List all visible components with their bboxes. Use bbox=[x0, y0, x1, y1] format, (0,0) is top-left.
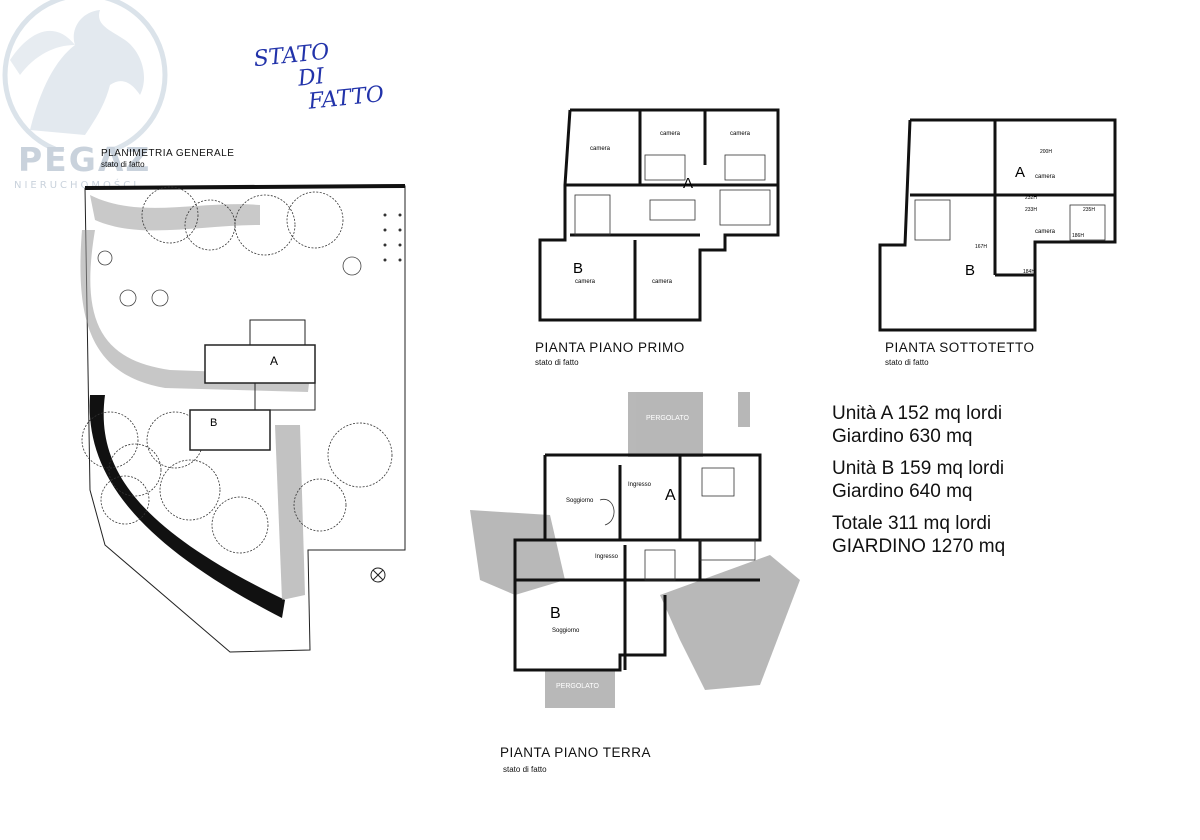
attic-camera-1: camera bbox=[1035, 174, 1056, 180]
unit-b-garden: Giardino 640 mq bbox=[832, 481, 973, 502]
ff-camera-4: camera bbox=[575, 279, 596, 285]
area-summary: Unità A 152 mq lordi Giardino 630 mq Uni… bbox=[832, 402, 1005, 567]
attic-h235: 235H bbox=[1083, 207, 1095, 213]
pegasus-icon bbox=[2, 0, 168, 158]
general-site-plan: A B bbox=[80, 184, 406, 653]
unit-a-garden: Giardino 630 mq bbox=[832, 426, 973, 447]
unit-a-summary: Unità A 152 mq lordi Giardino 630 mq bbox=[832, 402, 1005, 448]
building-b-footprint bbox=[189, 409, 271, 451]
stone-paving bbox=[470, 392, 800, 708]
building-a-footprint bbox=[204, 344, 316, 384]
attic-unit-b-label: B bbox=[965, 262, 975, 279]
unit-b-summary: Unità B 159 mq lordi Giardino 640 mq bbox=[832, 457, 1005, 503]
handwritten-line-3: FATTO bbox=[307, 81, 386, 115]
unit-b-area: Unità B 159 mq lordi bbox=[832, 458, 1005, 479]
attic-h232: 232H bbox=[1025, 195, 1037, 201]
ff-camera-3: camera bbox=[730, 131, 751, 137]
first-floor-plan: camera camera camera camera camera A B bbox=[538, 108, 780, 322]
ff-unit-a-label: A bbox=[683, 175, 693, 192]
stone-path bbox=[275, 425, 305, 600]
total-garden: GIARDINO 1270 mq bbox=[832, 536, 1006, 557]
gf-pergolato-bottom: PERGOLATO bbox=[556, 683, 599, 690]
attic-h233: 233H bbox=[1025, 207, 1037, 213]
boundary-wall bbox=[84, 184, 406, 190]
first-floor-title: PIANTA PIANO PRIMO bbox=[535, 340, 685, 355]
dining-table bbox=[701, 467, 735, 497]
logo-tagline: NIERUCHOMOŚCI bbox=[14, 180, 140, 191]
general-plan-title: PLANIMETRIA GENERALE bbox=[101, 148, 235, 159]
handwritten-note: STATO DI FATTO bbox=[245, 35, 386, 121]
attic-subtitle: stato di fatto bbox=[885, 358, 929, 367]
attic-unit-a-label: A bbox=[1015, 164, 1025, 181]
ff-unit-b-label: B bbox=[573, 260, 583, 277]
gf-unit-a-label: A bbox=[665, 487, 676, 504]
attic-plan: A B camera camera 200H 232H 233H 167H 18… bbox=[878, 118, 1117, 332]
attic-h186: 186H bbox=[1072, 233, 1084, 239]
gf-ingresso-a: Ingresso bbox=[628, 482, 652, 488]
ff-camera-2: camera bbox=[660, 131, 681, 137]
general-plan-subtitle: stato di fatto bbox=[101, 160, 145, 169]
gf-unit-b-label: B bbox=[550, 605, 561, 622]
ground-floor-title: PIANTA PIANO TERRA bbox=[500, 745, 652, 760]
total-area: Totale 311 mq lordi bbox=[832, 513, 992, 534]
planter-grid bbox=[383, 213, 402, 262]
trees bbox=[81, 186, 393, 554]
site-unit-b-label: B bbox=[210, 417, 217, 429]
attic-h167: 167H bbox=[975, 244, 987, 250]
attic-h184: 184H bbox=[1023, 269, 1035, 275]
gf-ingresso-b: Ingresso bbox=[595, 554, 619, 560]
gf-soggiorno-b: Soggiorno bbox=[552, 628, 580, 634]
attic-camera-2: camera bbox=[1035, 229, 1056, 235]
site-unit-a-label: A bbox=[270, 354, 278, 368]
ground-floor-subtitle: stato di fatto bbox=[503, 765, 547, 774]
attic-title: PIANTA SOTTOTETTO bbox=[885, 340, 1035, 355]
logo-brand: PEGAZ bbox=[18, 140, 152, 179]
attic-h200: 200H bbox=[1040, 149, 1052, 155]
unit-a-area: Unità A 152 mq lordi bbox=[832, 403, 1003, 424]
total-summary: Totale 311 mq lordi GIARDINO 1270 mq bbox=[832, 512, 1005, 558]
stone-wall-lower bbox=[89, 395, 285, 618]
ff-camera-5: camera bbox=[652, 279, 673, 285]
ground-floor-plan: Soggiorno Ingresso A Ingresso B Soggiorn… bbox=[470, 392, 800, 708]
gf-soggiorno-a: Soggiorno bbox=[566, 498, 594, 504]
shrubs bbox=[97, 250, 362, 307]
first-floor-subtitle: stato di fatto bbox=[535, 358, 579, 367]
gf-pergolato-top: PERGOLATO bbox=[646, 415, 689, 422]
ff-camera-1: camera bbox=[590, 146, 611, 152]
watermark-logo: PEGAZ NIERUCHOMOŚCI bbox=[0, 0, 175, 200]
